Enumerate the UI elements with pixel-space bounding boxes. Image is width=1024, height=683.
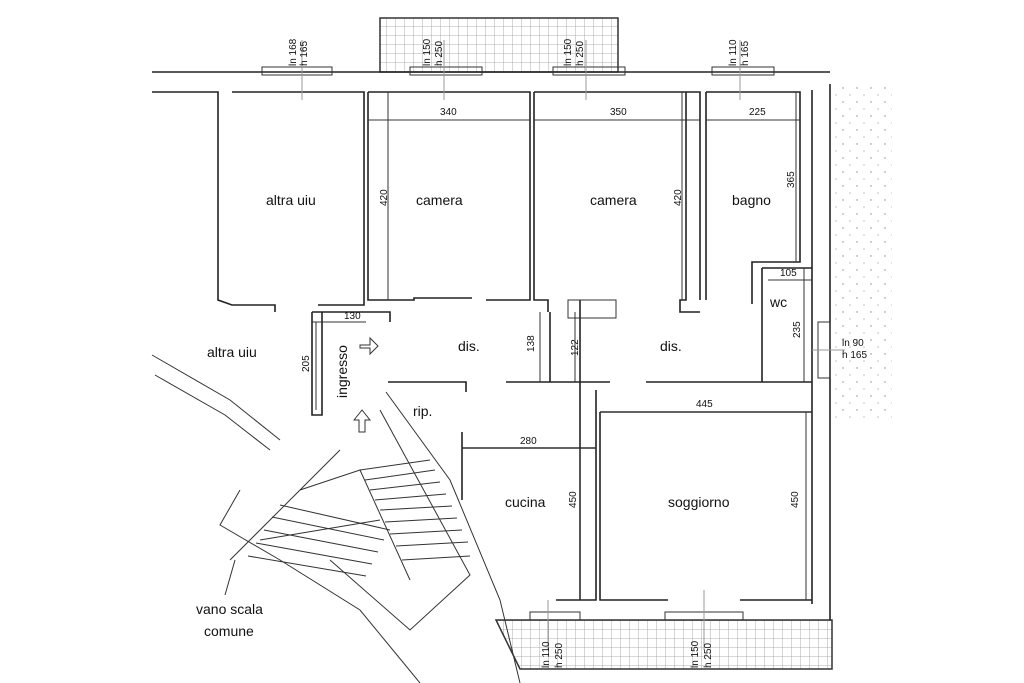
staircase [151,336,521,683]
window-1-ln: ln 168 [288,38,299,66]
dim-cucina-width: 280 [520,436,537,447]
right-wall [811,84,831,620]
room-label-camera-1: camera [416,192,463,208]
top-windows [261,66,775,76]
dim-wc-width: 105 [780,268,797,279]
chimney [567,299,617,319]
dim-soggiorno-depth: 450 [790,491,801,508]
room-label-wc: wc [770,294,788,310]
dim-ingresso-depth: 205 [301,355,312,372]
bagno-walls [705,91,801,304]
dimension-lines [301,40,845,650]
window-4-ln: ln 110 [728,39,739,66]
window-6-h: h 250 [554,642,565,668]
room-label-cucina: cucina [505,494,546,510]
room-label-soggiorno: soggiorno [668,494,730,510]
dim-camera1-depth: 420 [379,189,390,206]
garden-area [832,84,892,420]
window-1-h: h 165 [299,40,310,66]
altra-uiu-room [232,91,365,306]
room-label-altra-uiu: altra uiu [266,192,316,208]
room-label-comune: comune [204,623,254,639]
dim-cucina-depth: 450 [568,491,579,508]
dim-soggiorno-width: 445 [696,399,713,410]
dim-wc-depth: 235 [792,321,803,338]
room-label-rip: rip. [413,403,433,419]
camera-1-walls [367,91,531,301]
window-6-ln: ln 110 [541,641,552,668]
dim-camera2-width: 350 [610,107,627,118]
window-7-ln: ln 150 [690,640,701,668]
room-label-ingresso: ingresso [334,345,350,398]
window-3-h: h 250 [575,40,586,66]
dim-ingresso-width: 130 [344,311,361,322]
window-2-ln: ln 150 [422,38,433,66]
window-5-h: h 165 [842,350,868,361]
room-label-camera-2: camera [590,192,637,208]
camera-2-walls [533,91,701,313]
window-7-h: h 250 [703,642,714,668]
dim-dis-122: 122 [570,339,581,356]
window-3-ln: ln 150 [563,38,574,66]
dim-bagno-width: 225 [749,107,766,118]
dim-dis-138: 138 [526,335,537,352]
dim-bagno-depth: 365 [786,171,797,188]
window-2-h: h 250 [434,40,445,66]
window-5-ln: ln 90 [842,338,864,349]
room-label-vano-scala: vano scala [196,601,263,617]
room-label-dis-1: dis. [458,338,480,354]
window-4-h: h 165 [740,40,751,66]
dim-camera1-width: 340 [440,107,457,118]
dim-camera2-depth: 420 [673,189,684,206]
balcony-top [379,17,619,73]
room-label-altra-uiu-left: altra uiu [207,344,257,360]
room-label-bagno: bagno [732,192,771,208]
corridor-walls [311,300,812,600]
room-label-dis-2: dis. [660,338,682,354]
top-wall [152,71,830,312]
